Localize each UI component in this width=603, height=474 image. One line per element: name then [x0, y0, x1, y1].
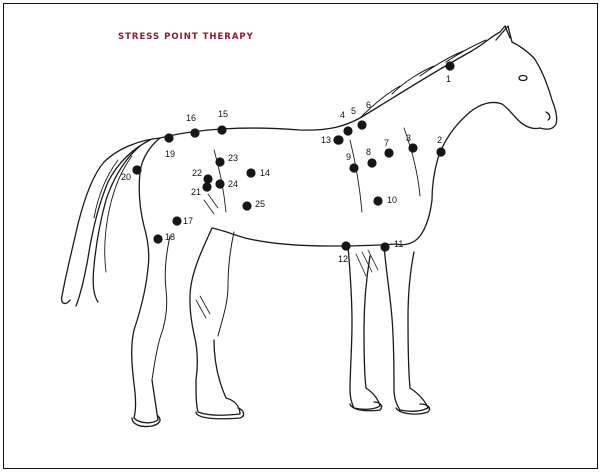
stress-point-label-21: 21: [191, 187, 201, 197]
stress-point-11: [380, 242, 389, 251]
stress-point-7: [384, 148, 393, 157]
stress-point-label-24: 24: [228, 179, 238, 189]
stress-point-9: [349, 163, 358, 172]
stress-point-15: [217, 125, 226, 134]
stress-point-label-9: 9: [346, 152, 351, 162]
stress-point-1: [445, 61, 454, 70]
stress-point-label-22: 22: [192, 168, 202, 178]
stress-point-24: [215, 179, 224, 188]
stress-point-label-12: 12: [338, 254, 348, 264]
stress-point-label-6: 6: [366, 100, 371, 110]
horse-illustration: [62, 26, 557, 427]
stress-point-label-18: 18: [165, 232, 175, 242]
stress-point-12: [341, 241, 350, 250]
stress-point-8: [367, 158, 376, 167]
stress-point-label-20: 20: [121, 172, 131, 182]
stress-point-label-4: 4: [340, 110, 345, 120]
stress-point-13: [334, 135, 343, 144]
stress-point-5: [343, 126, 352, 135]
stress-point-25: [242, 201, 251, 210]
stress-point-21: [202, 182, 211, 191]
stress-point-label-17: 17: [183, 216, 193, 226]
stress-point-10: [373, 196, 382, 205]
stress-point-label-10: 10: [387, 195, 397, 205]
stress-point-17: [172, 216, 181, 225]
stress-point-label-8: 8: [366, 147, 371, 157]
stress-point-3: [408, 143, 417, 152]
stress-point-label-2: 2: [437, 135, 442, 145]
stress-point-label-7: 7: [384, 138, 389, 148]
stress-point-20: [132, 165, 141, 174]
stress-point-label-11: 11: [394, 239, 403, 249]
stress-point-label-5: 5: [351, 106, 356, 116]
stress-point-18: [153, 234, 162, 243]
stress-point-label-1: 1: [446, 74, 451, 84]
stress-point-2: [436, 147, 445, 156]
stress-point-16: [190, 128, 199, 137]
stress-point-label-3: 3: [406, 133, 411, 143]
stress-point-label-14: 14: [260, 168, 270, 178]
stress-point-6: [357, 120, 366, 129]
stress-point-22: [203, 174, 212, 183]
stress-point-19: [164, 133, 173, 142]
stress-point-label-16: 16: [186, 113, 196, 123]
stress-point-label-19: 19: [165, 149, 175, 159]
stress-point-label-23: 23: [228, 153, 238, 163]
stress-point-label-25: 25: [255, 199, 265, 209]
stress-point-23: [215, 157, 224, 166]
stress-point-14: [246, 168, 255, 177]
stress-point-label-15: 15: [218, 109, 228, 119]
stress-point-label-13: 13: [321, 135, 331, 145]
